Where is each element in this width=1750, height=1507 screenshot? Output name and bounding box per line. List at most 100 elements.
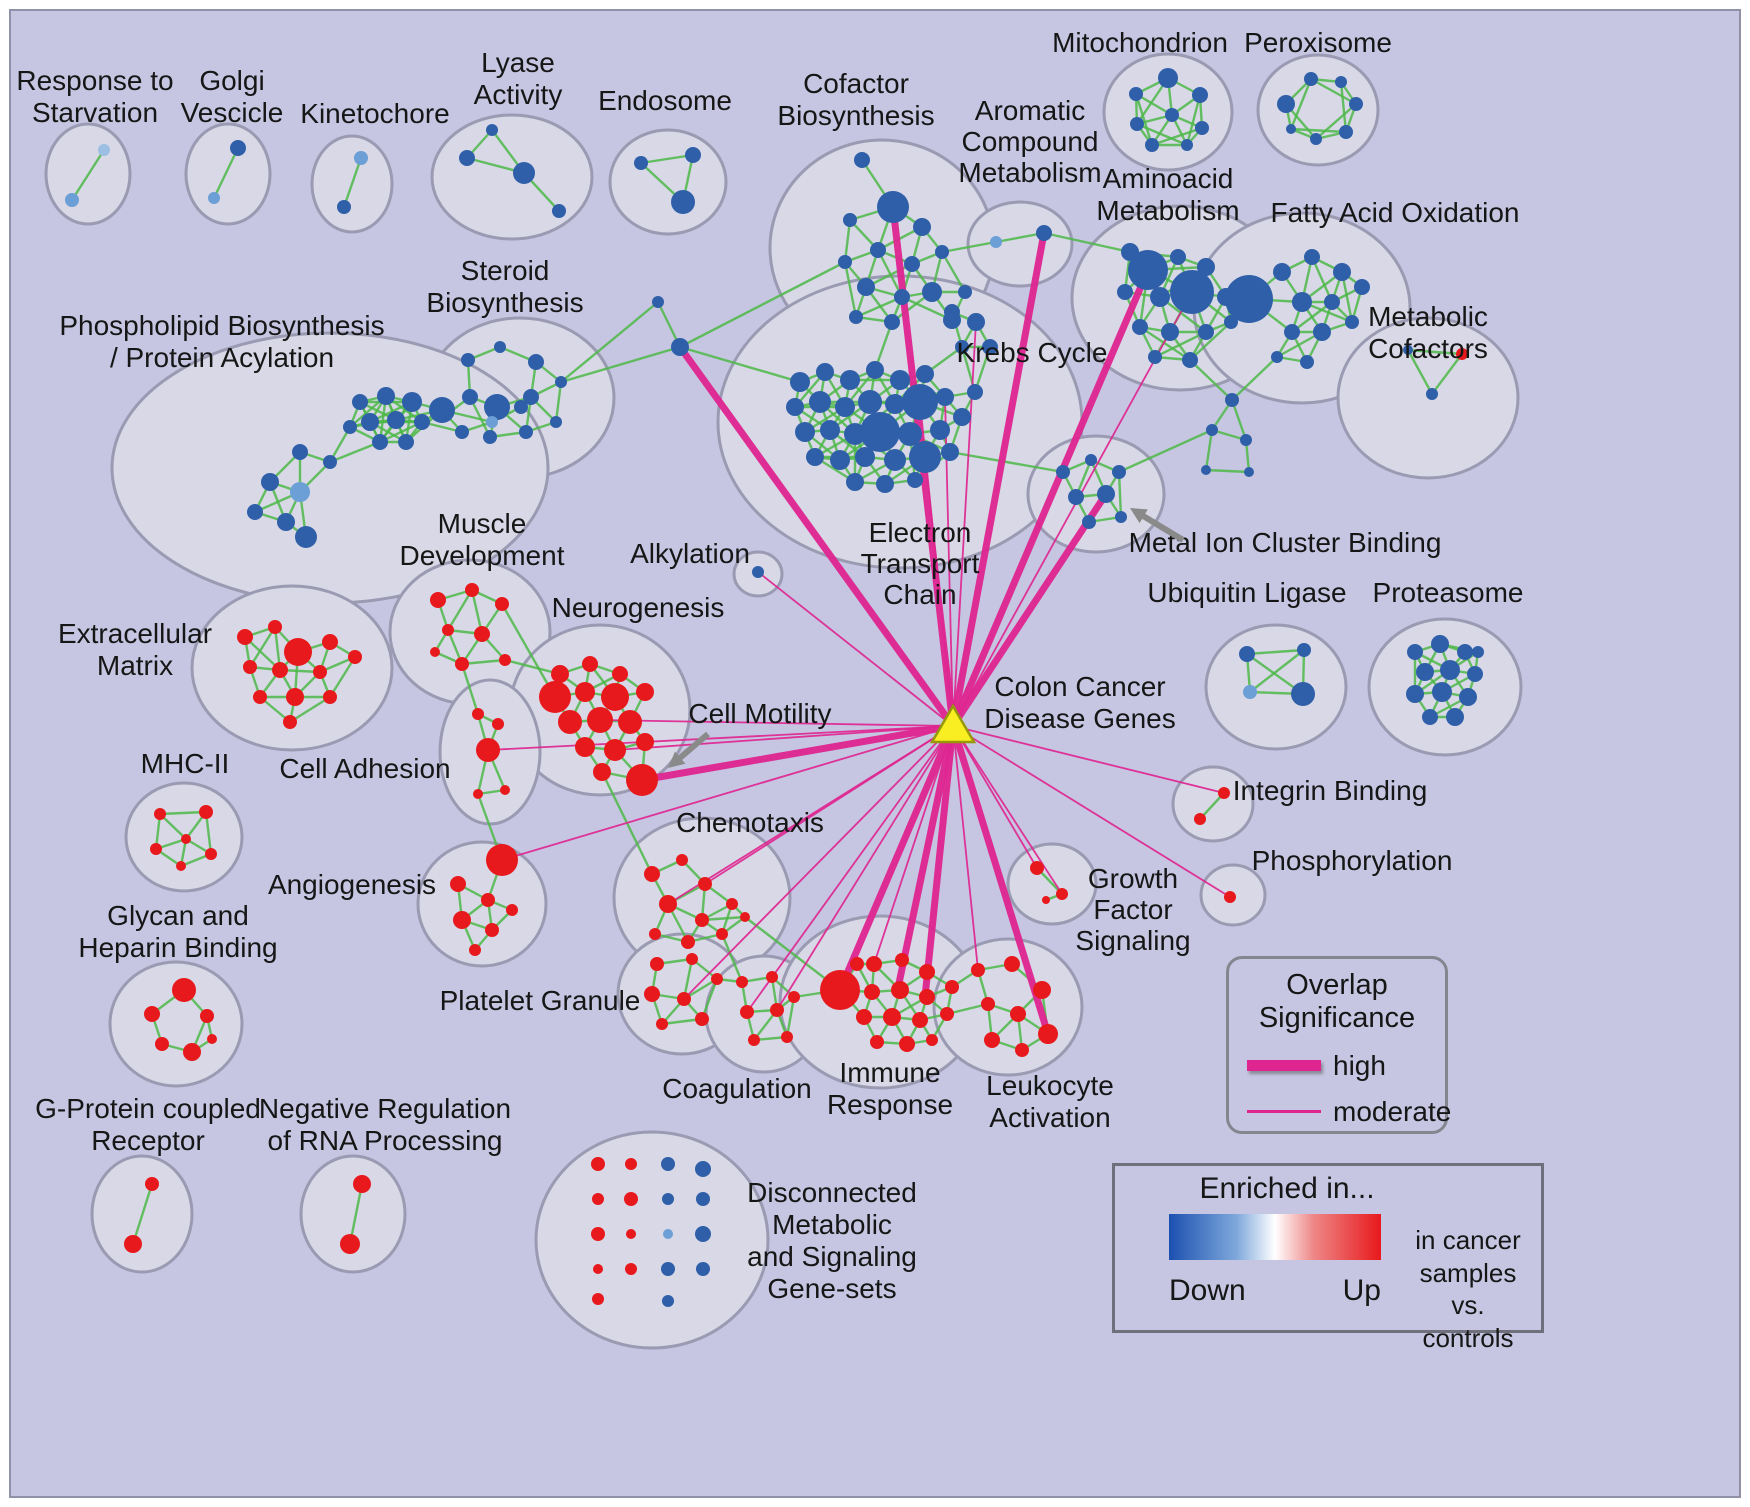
green-edge — [500, 603, 557, 698]
green-edge — [1431, 353, 1463, 395]
green-edge — [1310, 256, 1334, 303]
gene-set-node — [1182, 352, 1198, 368]
green-edge — [679, 345, 801, 384]
green-edge — [1290, 127, 1347, 134]
gene-set-node — [1407, 644, 1423, 660]
gene-set-node — [698, 877, 712, 891]
gene-set-node — [967, 313, 985, 331]
gene-set-node — [1431, 635, 1449, 653]
cluster-label-ubiquitin-ligase: Ubiquitin Ligase — [1147, 577, 1346, 608]
gene-set-node — [883, 1008, 901, 1026]
gene-set-node — [486, 844, 518, 876]
enrichment-gradient-bar — [1169, 1214, 1381, 1260]
gene-set-node — [268, 620, 282, 634]
green-edge — [843, 261, 858, 318]
gene-set-node — [1240, 434, 1252, 446]
gene-set-node — [866, 361, 884, 379]
legend-enriched-in: Enriched in... Down Up in cancer samples… — [1112, 1163, 1544, 1353]
gene-set-node — [523, 389, 539, 405]
gene-set-node — [1310, 133, 1322, 145]
gene-set-node — [854, 152, 870, 168]
gene-set-node — [1243, 685, 1257, 699]
gene-set-node — [261, 473, 279, 491]
gene-set-node — [1010, 1006, 1026, 1022]
green-edge — [212, 147, 240, 199]
gene-set-node — [685, 147, 701, 163]
green-edge — [1289, 78, 1313, 130]
green-edge — [159, 810, 207, 816]
gene-set-node — [1472, 646, 1484, 658]
gene-set-node — [930, 420, 950, 440]
gene-set-node — [486, 124, 498, 136]
gene-set-node — [677, 992, 691, 1006]
magenta-edge-moderate — [599, 719, 954, 727]
gene-set-node — [1291, 682, 1315, 706]
cluster-ellipse-extracellular-matrix — [190, 584, 394, 752]
magenta-edge-moderate — [952, 725, 979, 971]
gene-set-node — [1056, 888, 1068, 900]
gene-set-node — [500, 785, 510, 795]
gene-set-node — [199, 805, 213, 819]
gene-set-node — [465, 583, 479, 597]
gene-set-node — [671, 190, 695, 214]
gene-set-node — [1056, 465, 1070, 479]
gene-set-node — [866, 956, 882, 972]
cluster-label-platelet-granule: Platelet Granule — [440, 985, 641, 1016]
gene-set-node — [1197, 258, 1215, 276]
gene-set-node — [626, 764, 658, 796]
gene-set-node — [1277, 95, 1295, 113]
green-edge — [940, 251, 967, 293]
magenta-edge-high — [677, 344, 956, 729]
green-edge — [843, 219, 852, 263]
gene-set-node — [1300, 355, 1314, 369]
gene-set-node — [1194, 813, 1206, 825]
gene-set-node — [846, 473, 864, 491]
green-edge — [554, 381, 563, 423]
gradient-axis-labels: Down Up — [1169, 1274, 1381, 1308]
cluster-label-fatty-acid-oxidation: Fatty Acid Oxidation — [1270, 197, 1519, 228]
gene-set-node — [485, 923, 499, 937]
gene-set-node — [922, 282, 942, 302]
cluster-label-mhc-ii: MHC-II — [141, 748, 230, 779]
gene-set-node — [1195, 121, 1209, 135]
green-edge — [70, 149, 106, 201]
gene-set-node — [849, 310, 863, 324]
gene-set-node — [781, 1031, 793, 1043]
green-edge — [248, 626, 277, 668]
green-edge — [1249, 649, 1305, 693]
gene-set-node — [1158, 68, 1178, 88]
gene-set-node — [982, 339, 998, 355]
cluster-label-neurogenesis: Neurogenesis — [552, 592, 725, 623]
gene-set-node — [323, 690, 337, 704]
gene-set-node — [926, 1034, 938, 1046]
gene-set-node — [695, 1226, 711, 1242]
gene-set-node — [726, 898, 738, 910]
gene-set-node — [124, 1235, 142, 1253]
gene-set-node — [499, 654, 511, 666]
gene-set-node — [555, 376, 567, 388]
gene-set-node — [649, 928, 661, 940]
gene-set-node — [1403, 345, 1413, 355]
gene-set-node — [748, 1034, 760, 1046]
gene-set-node — [1224, 891, 1236, 903]
gene-set-node — [870, 1035, 884, 1049]
green-edge — [461, 658, 506, 666]
gene-set-node — [659, 895, 677, 913]
magenta-edge-high — [921, 725, 957, 998]
gene-set-node — [552, 204, 566, 218]
gene-set-node — [528, 354, 544, 370]
gene-set-node — [181, 834, 191, 844]
gene-set-node — [1201, 465, 1211, 475]
magenta-edge-moderate — [746, 725, 954, 1013]
legend-enriched-title: Enriched in... — [1199, 1172, 1375, 1205]
gene-set-node — [681, 935, 695, 949]
gene-set-node — [284, 638, 312, 666]
cluster-ellipse-aromatic-compound-metabolism — [966, 200, 1074, 288]
gene-set-node — [858, 390, 882, 414]
green-edge — [640, 153, 694, 165]
gene-set-node — [1304, 72, 1318, 86]
